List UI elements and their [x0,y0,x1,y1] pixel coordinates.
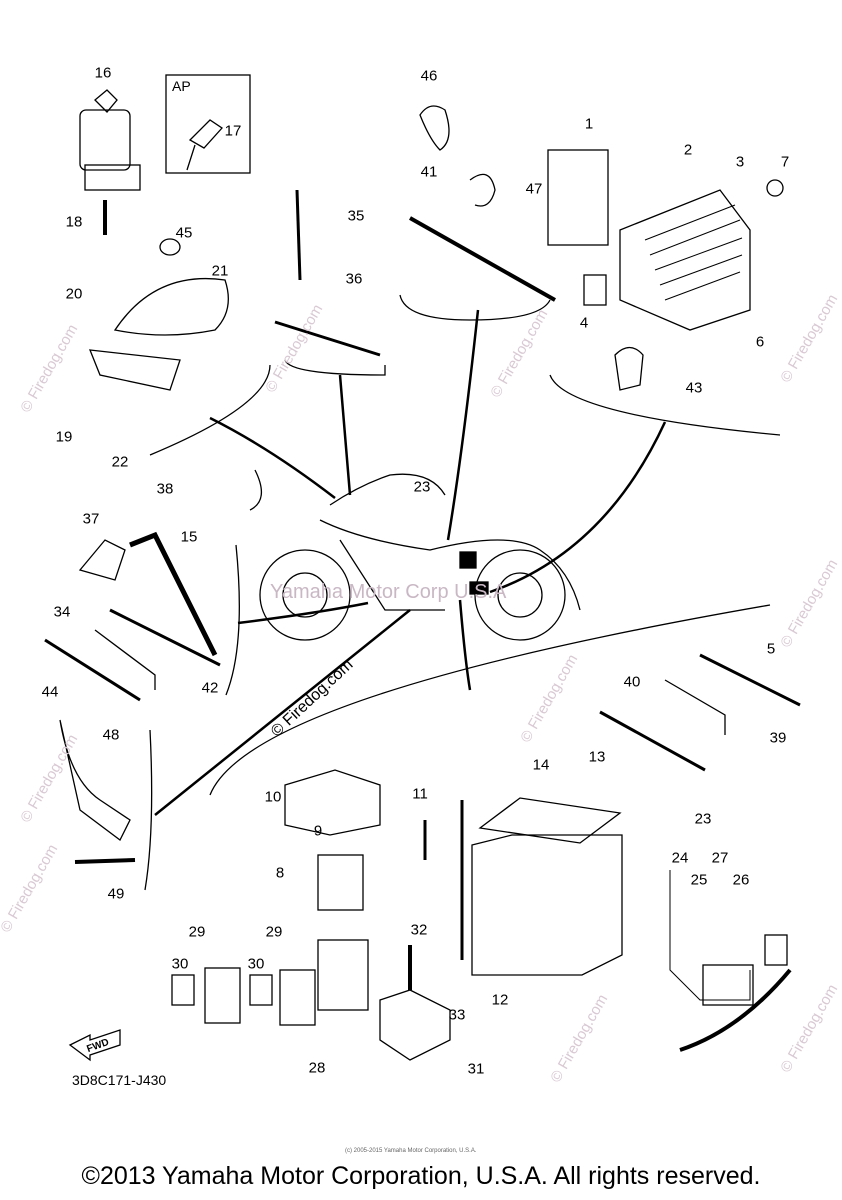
rectifier-cover [619,189,751,331]
callout[interactable]: 8 [275,864,285,882]
callout[interactable]: 23 [413,478,431,496]
small-copyright: (c) 2005-2015 Yamaha Motor Corporation, … [345,1148,477,1154]
callout[interactable]: 23 [694,810,712,828]
battery-12 [471,834,623,976]
callout[interactable]: 42 [201,679,219,697]
callout[interactable]: 2 [683,141,693,159]
callout[interactable]: 48 [102,726,120,744]
cap-part [159,238,181,256]
callout[interactable]: 10 [264,788,282,806]
callout[interactable]: 21 [211,262,229,280]
callout[interactable]: 43 [685,379,703,397]
clamp-43 [614,346,644,391]
callout[interactable]: 18 [65,213,83,231]
band-41 [409,216,556,302]
relay-8 [317,854,364,911]
callout[interactable]: 19 [55,428,73,446]
callout[interactable]: 4 [579,314,589,332]
callout[interactable]: 26 [732,871,750,889]
clamp-46 [419,105,450,151]
callout[interactable]: 29 [188,923,206,941]
callout[interactable]: 20 [65,285,83,303]
callout[interactable]: 30 [171,955,189,973]
callout[interactable]: 33 [448,1006,466,1024]
callout[interactable]: 47 [525,180,543,198]
callout[interactable]: 1 [584,115,594,133]
callout[interactable]: 5 [766,640,776,658]
callout[interactable]: 29 [265,923,283,941]
callout[interactable]: 37 [82,510,100,528]
motorcycle-outline [259,473,581,641]
rectifier-part [547,149,609,246]
callout[interactable]: 7 [780,153,790,171]
clamp-47 [469,173,496,207]
callout[interactable]: 45 [175,224,193,242]
callout[interactable]: 44 [41,683,59,701]
cover-part [113,277,229,336]
callout[interactable]: 41 [420,163,438,181]
callout[interactable]: 32 [410,921,428,939]
clamp-37 [78,539,126,581]
callout[interactable]: 36 [345,270,363,288]
callout[interactable]: 39 [769,729,787,747]
bracket-part [88,349,181,391]
callout[interactable]: 31 [467,1060,485,1078]
callout[interactable]: 25 [690,871,708,889]
center-watermark: Yamaha Motor Corp U.S.A [270,581,507,603]
callout[interactable]: 38 [156,480,174,498]
callout[interactable]: 24 [671,849,689,867]
footer-copyright: ©2013 Yamaha Motor Corporation, U.S.A. A… [81,1162,761,1190]
horn-48 [59,719,131,841]
key-part [186,119,223,171]
callout[interactable]: 17 [224,122,242,140]
fuse-box [702,964,754,1006]
callout[interactable]: 35 [347,207,365,225]
cover-10 [284,769,381,836]
callout[interactable]: 9 [313,822,323,840]
callout[interactable]: 6 [755,333,765,351]
plate-4 [583,274,607,306]
sensor-15 [129,531,218,657]
callout[interactable]: 22 [111,453,129,471]
fwd-arrow [68,1029,121,1062]
callout[interactable]: 14 [532,756,550,774]
callout[interactable]: 49 [107,885,125,903]
ap-label: AP [172,78,191,94]
callout[interactable]: 11 [412,785,428,803]
callout[interactable]: 34 [53,603,71,621]
sensor-31 [379,989,451,1061]
callout[interactable]: 15 [180,528,198,546]
callout[interactable]: 3 [735,153,745,171]
callout[interactable]: 16 [94,64,112,82]
ap-box [165,74,251,174]
callout[interactable]: 30 [247,955,265,973]
callout[interactable]: 28 [308,1059,326,1077]
unit-28 [317,939,369,1011]
grommet-7 [766,179,784,197]
band-36 [274,320,381,357]
band-35 [295,189,302,281]
callout[interactable]: 40 [623,673,641,691]
callout[interactable]: 46 [420,67,438,85]
callout[interactable]: 27 [711,849,729,867]
part-code: 3D8C171-J430 [72,1072,167,1088]
callout[interactable]: 12 [491,991,509,1009]
callout[interactable]: 13 [588,748,606,766]
main-switch-part [79,89,141,235]
